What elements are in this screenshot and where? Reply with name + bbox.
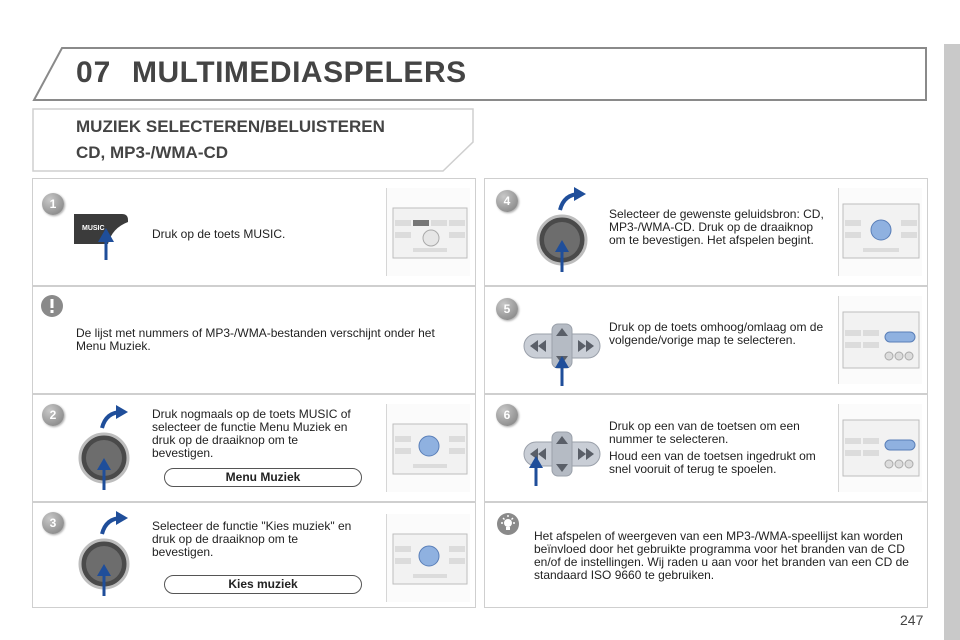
section-subtitle: CD, MP3-/WMA-CD xyxy=(76,143,229,162)
kies-muziek-label: Kies muziek xyxy=(164,575,362,594)
navigation-keypad-icon xyxy=(523,323,601,386)
tip-panel xyxy=(484,502,928,608)
radio-panel-thumb-4 xyxy=(838,188,922,276)
chapter-header-frame xyxy=(32,47,927,101)
side-margin-bar xyxy=(944,44,960,640)
music-button-icon: MUSIC xyxy=(74,214,128,260)
step-4-text: Selecteer de gewenste geluidsbron: CD, M… xyxy=(609,207,824,247)
menu-muziek-label: Menu Muziek xyxy=(164,468,362,487)
page-number: 247 xyxy=(900,612,924,628)
section-title: MUZIEK SELECTEREN/BELUISTEREN xyxy=(76,117,385,136)
radio-panel-thumb-6 xyxy=(838,404,922,492)
radio-panel-thumb-1 xyxy=(386,188,470,276)
step-2-badge: 2 xyxy=(42,404,64,426)
step-2-text: Druk nogmaals op de toets MUSIC of selec… xyxy=(152,407,351,460)
step-6-text-1: Druk op een van de toetsen om een nummer… xyxy=(609,419,800,446)
navigation-keypad-icon xyxy=(523,431,601,486)
rotary-knob-icon xyxy=(78,405,130,490)
step-6-badge: 6 xyxy=(496,404,518,426)
note-panel xyxy=(32,286,476,394)
note-text: De lijst met nummers of MP3-/WMA-bestand… xyxy=(76,326,435,353)
step-4-badge: 4 xyxy=(496,190,518,212)
svg-text:MUSIC: MUSIC xyxy=(82,225,105,232)
step-3-badge: 3 xyxy=(42,512,64,534)
radio-panel-thumb-5 xyxy=(838,296,922,384)
step-5-badge: 5 xyxy=(496,298,518,320)
radio-panel-thumb-2 xyxy=(386,404,470,492)
rotary-knob-icon xyxy=(536,187,588,272)
rotary-knob-icon xyxy=(78,511,130,596)
radio-panel-thumb-3 xyxy=(386,514,470,602)
step-3-text: Selecteer de functie "Kies muziek" en dr… xyxy=(152,519,352,559)
lightbulb-icon xyxy=(497,513,519,535)
step-6-text-2: Houd een van de toetsen ingedrukt om sne… xyxy=(609,449,816,476)
chapter-title: MULTIMEDIASPELERS xyxy=(132,56,467,89)
exclamation-icon xyxy=(41,295,63,317)
step-5-text: Druk op de toets omhoog/omlaag om de vol… xyxy=(609,320,824,347)
tip-text: Het afspelen of weergeven van een MP3-/W… xyxy=(534,529,909,582)
step-1-text: Druk op de toets MUSIC. xyxy=(152,227,286,241)
step-1-badge: 1 xyxy=(42,193,64,215)
chapter-number: 07 xyxy=(76,56,112,89)
section-heading-frame xyxy=(32,108,474,172)
